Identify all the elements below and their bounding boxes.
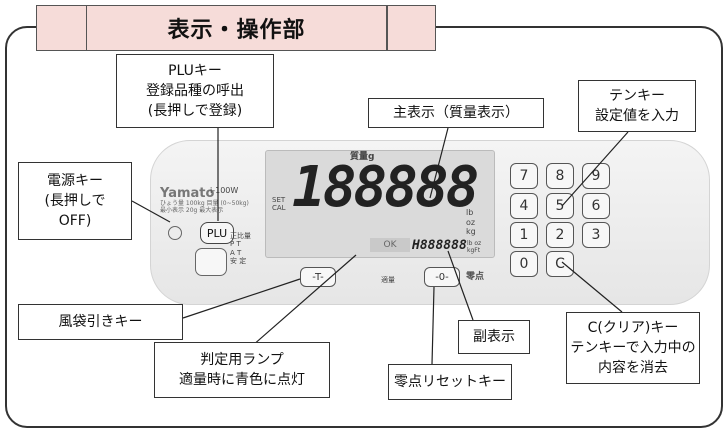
key-clear[interactable]: C [546, 251, 574, 277]
key-6[interactable]: 6 [582, 193, 610, 219]
sub-display: H888888 [412, 238, 467, 253]
lamp-callout: 判定用ランプ 適量時に青色に点灯 [154, 342, 330, 398]
clear-key-callout: C(クリア)キー テンキーで入力中の 内容を消去 [566, 312, 700, 384]
sub-units: lb oz kgFt [467, 240, 482, 255]
lamp-label: 適量 [381, 276, 395, 284]
title-left-cell [37, 6, 87, 50]
power-key-callout: 電源キー (長押しで OFF) [18, 162, 132, 240]
plu-key-callout: PLUキー 登録品種の呼出 (長押しで登録) [116, 54, 274, 128]
mass-label: 質量g [350, 152, 375, 162]
main-display: 188888 [292, 155, 479, 220]
title-right-cell [387, 6, 435, 50]
blank-key[interactable] [195, 248, 227, 276]
zero-side-label: 零点 [466, 272, 485, 282]
title-bar: 表示・操作部 [36, 5, 436, 51]
tare-key[interactable]: -T- [300, 267, 336, 287]
zero-key[interactable]: -0- [424, 267, 460, 287]
tare-key-callout: 風袋引きキー [18, 304, 183, 340]
tenkey-callout: テンキー 設定値を入力 [578, 80, 696, 132]
main-display-callout: 主表示（質量表示） [368, 98, 544, 128]
key-8[interactable]: 8 [546, 163, 574, 189]
brand-logo: Yamato [160, 186, 215, 201]
spec-text: ひょう量 100kg 目量 (0~50kg) 最小表示 20g 最大表示 [160, 200, 249, 215]
key-0[interactable]: 0 [510, 251, 538, 277]
power-icon[interactable] [168, 226, 182, 240]
plu-key[interactable]: PLU [200, 222, 234, 244]
stable-labels: 正比量 P T A T 安 定 [230, 232, 251, 266]
set-cal-label: SET CAL [272, 196, 286, 213]
key-1[interactable]: 1 [510, 222, 538, 248]
key-2[interactable]: 2 [546, 222, 574, 248]
page-title: 表示・操作部 [167, 18, 306, 43]
key-4[interactable]: 4 [510, 193, 538, 219]
key-5[interactable]: 5 [546, 193, 574, 219]
key-7[interactable]: 7 [510, 163, 538, 189]
zero-key-callout: 零点リセットキー [388, 364, 512, 400]
sub-display-callout: 副表示 [458, 320, 530, 354]
title-center-cell: 表示・操作部 [87, 6, 387, 50]
key-9[interactable]: 9 [582, 163, 610, 189]
ok-lamp-indicator: OK [370, 238, 410, 252]
model-label: i-100W [210, 186, 239, 195]
key-3[interactable]: 3 [582, 222, 610, 248]
units-label: lb oz kg [466, 208, 476, 237]
